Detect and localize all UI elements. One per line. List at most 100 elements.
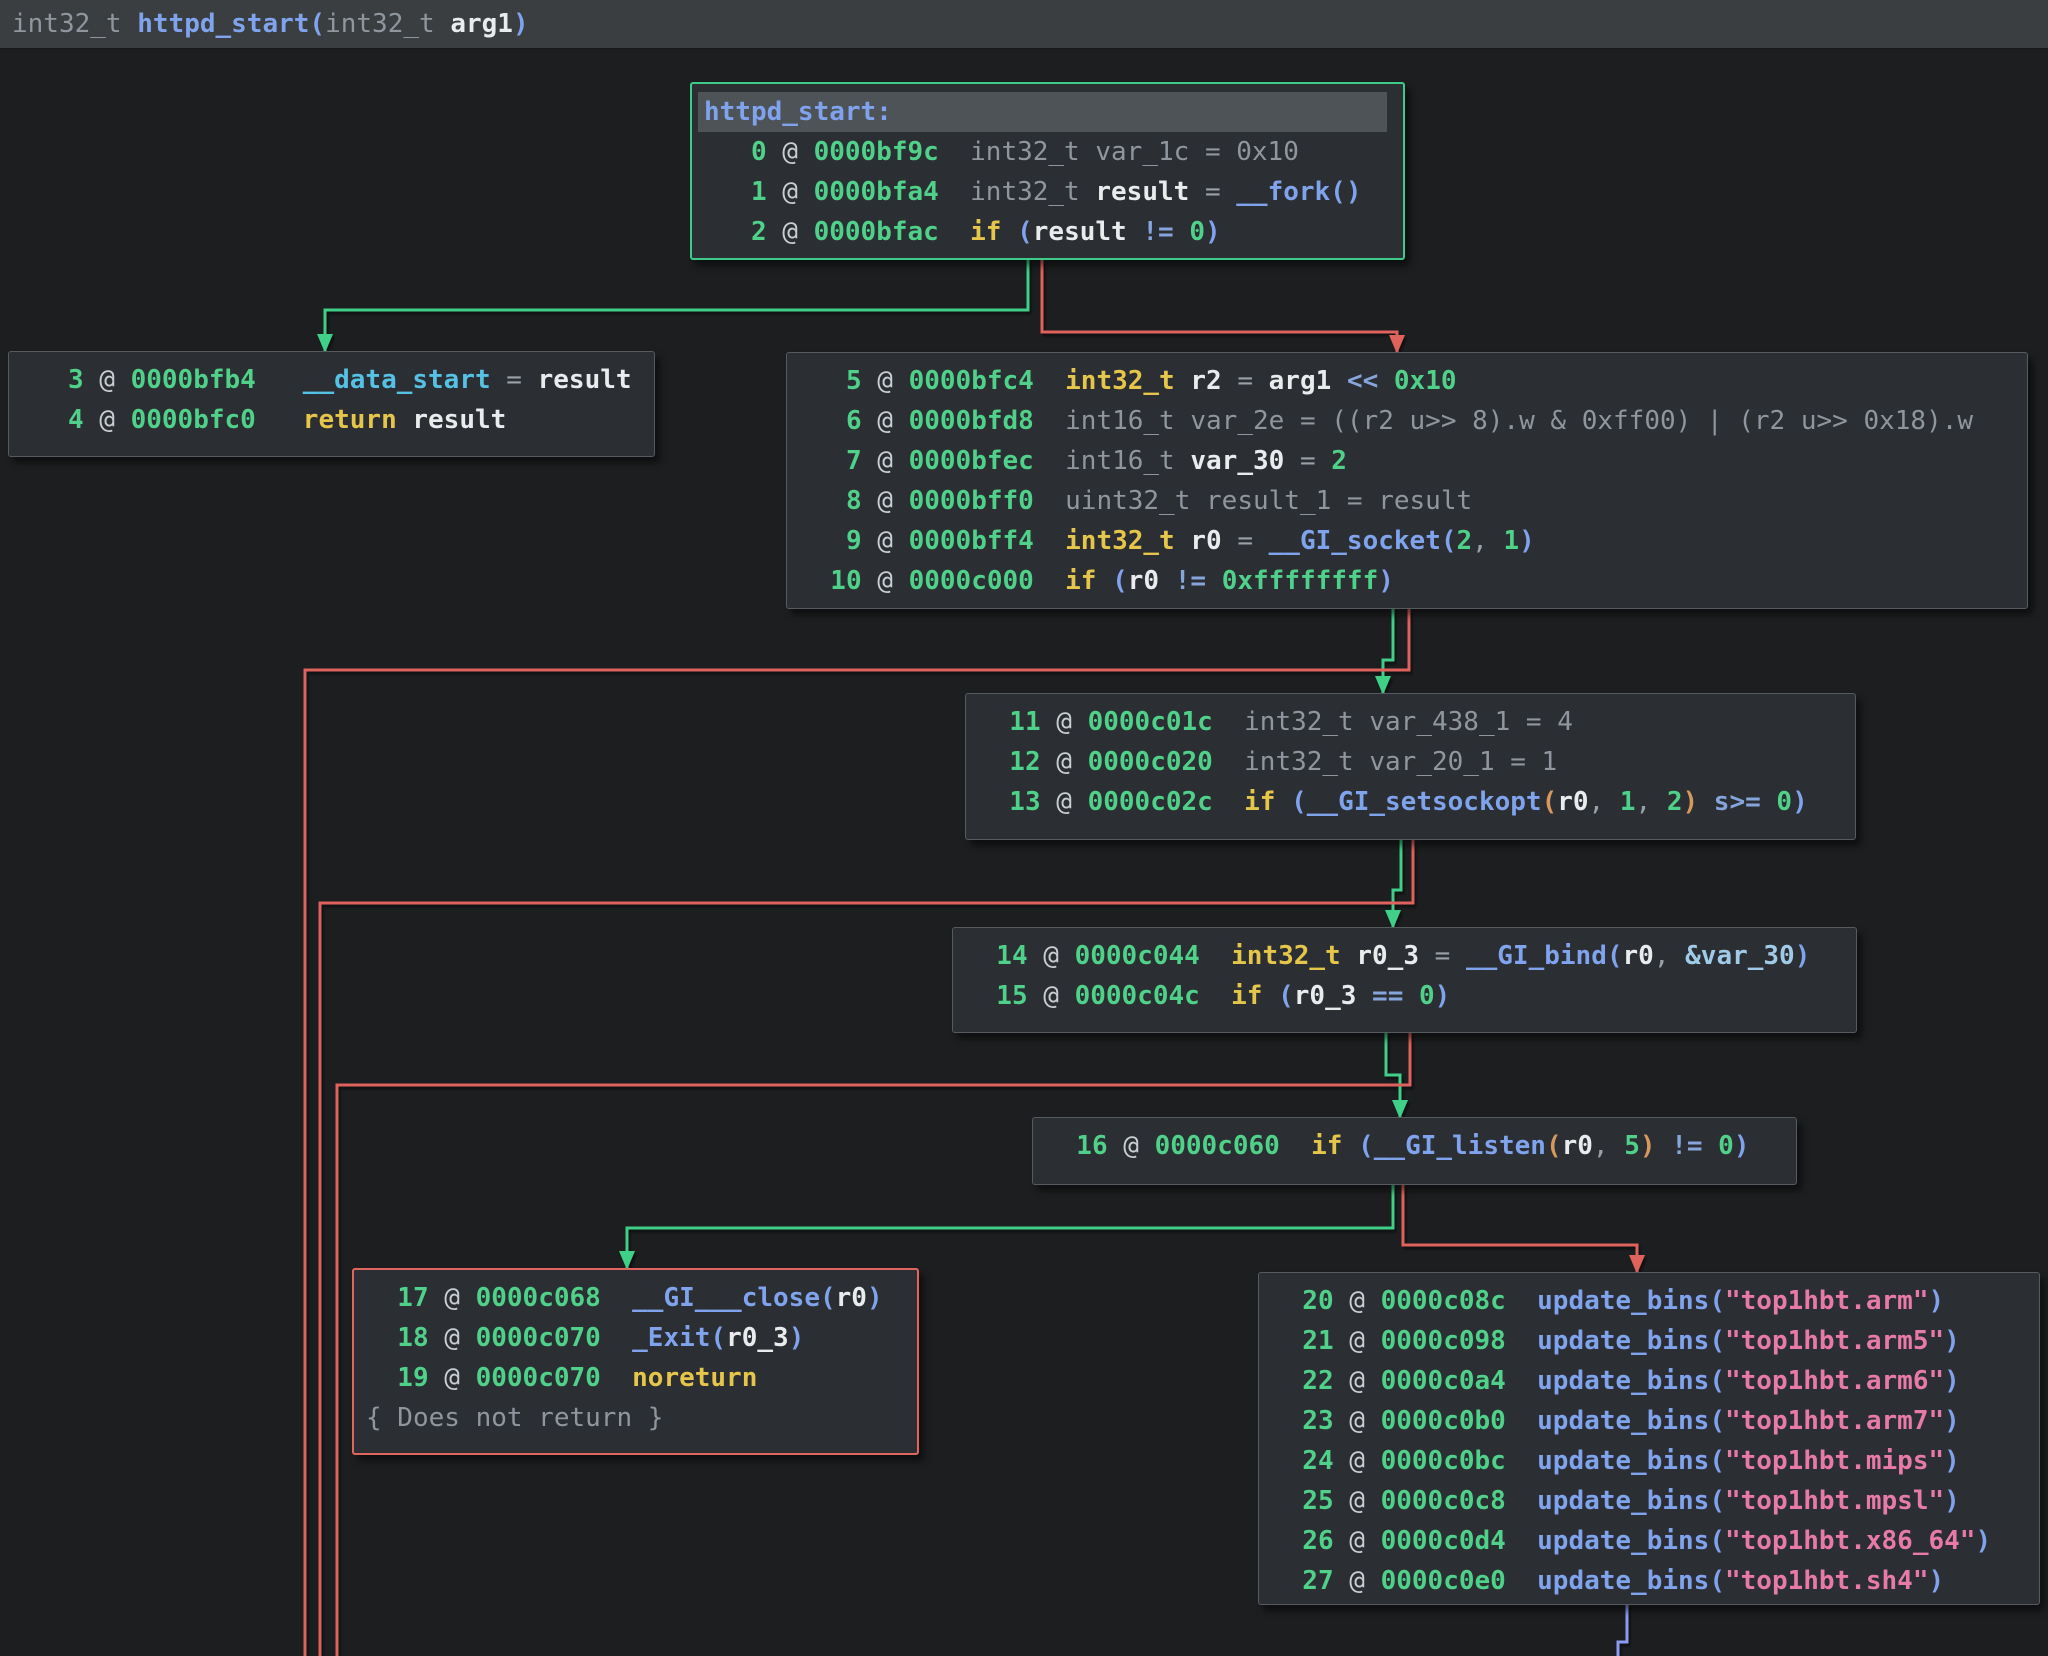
code-line[interactable]: 24 @ 0000c0bc update_bins("top1hbt.mips"… (1259, 1441, 2039, 1481)
code-line[interactable]: 12 @ 0000c020 int32_t var_20_1 = 1 (966, 742, 1855, 782)
code-line[interactable]: 23 @ 0000c0b0 update_bins("top1hbt.arm7"… (1259, 1401, 2039, 1441)
code-token-at: @ (1041, 707, 1088, 737)
code-token-pcyan: &var_30 (1685, 941, 1795, 971)
code-token-dim: { Does not return } (366, 1403, 663, 1433)
code-token-call: ) (1795, 941, 1811, 971)
code-token-idx: 16 (1045, 1131, 1108, 1161)
block-label-line[interactable]: httpd_start: (698, 92, 1387, 132)
code-line[interactable]: 10 @ 0000c000 if (r0 != 0xffffffff) (787, 561, 2027, 601)
code-token-var: var_30 (1190, 446, 1284, 476)
code-token-at: @ (862, 486, 909, 516)
code-line[interactable]: 1 @ 0000bfa4 int32_t result = __fork() (692, 172, 1403, 212)
code-token-addr: 0000bfc0 (131, 405, 256, 435)
code-line[interactable]: 2 @ 0000bfac if (result != 0) (692, 212, 1403, 252)
code-token-call: ( (710, 1323, 726, 1353)
basic-block-listen[interactable]: 16 @ 0000c060 if (__GI_listen(r0, 5) != … (1032, 1117, 1797, 1185)
code-token-kw: noreturn (632, 1363, 757, 1393)
code-token-str: "top1hbt.x86_64" (1725, 1526, 1975, 1556)
code-token-plain (939, 217, 970, 247)
basic-block-entry[interactable]: httpd_start: 0 @ 0000bf9c int32_t var_1c… (690, 82, 1405, 260)
code-token-var: r0 (1562, 1131, 1593, 1161)
code-line[interactable]: 20 @ 0000c08c update_bins("top1hbt.arm") (1259, 1281, 2039, 1321)
code-token-num: 0 (1718, 1131, 1734, 1161)
code-token-at: @ (429, 1363, 476, 1393)
code-token-op: == (1372, 981, 1419, 1011)
code-line[interactable]: 18 @ 0000c070 _Exit(r0_3) (354, 1318, 917, 1358)
code-line[interactable]: 6 @ 0000bfd8 int16_t var_2e = ((r2 u>> 8… (787, 401, 2027, 441)
basic-block-exit[interactable]: 17 @ 0000c068 __GI___close(r0) 18 @ 0000… (352, 1268, 919, 1455)
code-token-idx: 12 (978, 747, 1041, 777)
basic-block-update-bins[interactable]: 20 @ 0000c08c update_bins("top1hbt.arm")… (1258, 1272, 2040, 1605)
code-token-orange: ) (1682, 787, 1698, 817)
code-line[interactable]: 4 @ 0000bfc0 return result (9, 400, 654, 440)
signature-token-dim: int32_t (12, 9, 137, 39)
code-token-plain: = (1419, 941, 1466, 971)
code-line[interactable]: 19 @ 0000c070 noreturn (354, 1358, 917, 1398)
code-token-at: @ (767, 177, 814, 207)
basic-block-return[interactable]: 3 @ 0000bfb4 __data_start = result 4 @ 0… (8, 351, 655, 457)
code-token-plain (397, 405, 413, 435)
code-token-idx: 4 (21, 405, 84, 435)
code-line[interactable]: 16 @ 0000c060 if (__GI_listen(r0, 5) != … (1033, 1126, 1796, 1166)
code-token-dim: int16_t (1065, 446, 1190, 476)
code-token-dim: int32_t var_1c = 0x10 (970, 137, 1299, 167)
code-line[interactable]: 21 @ 0000c098 update_bins("top1hbt.arm5"… (1259, 1321, 2039, 1361)
code-token-op: != (1142, 217, 1189, 247)
code-token-plain (1175, 366, 1191, 396)
code-token-idx: 0 (704, 137, 767, 167)
code-line[interactable]: 3 @ 0000bfb4 __data_start = result (9, 360, 654, 400)
code-token-call: ) (1944, 1406, 1960, 1436)
code-token-num: 2 (1667, 787, 1683, 817)
code-token-addr: 0000bfa4 (814, 177, 939, 207)
code-token-addr: 0000c0c8 (1381, 1486, 1506, 1516)
code-token-idx: 13 (978, 787, 1041, 817)
code-line[interactable]: 14 @ 0000c044 int32_t r0_3 = __GI_bind(r… (953, 936, 1856, 976)
code-line[interactable]: 7 @ 0000bfec int16_t var_30 = 2 (787, 441, 2027, 481)
code-token-var: result (538, 365, 632, 395)
code-token-plain (939, 177, 970, 207)
code-token-at: @ (862, 526, 909, 556)
code-token-addr: 0000c044 (1075, 941, 1200, 971)
code-token-var: r0 (1557, 787, 1588, 817)
code-line[interactable]: 5 @ 0000bfc4 int32_t r2 = arg1 << 0x10 (787, 361, 2027, 401)
code-token-addr: 0000c0a4 (1381, 1366, 1506, 1396)
code-line[interactable]: 9 @ 0000bff4 int32_t r0 = __GI_socket(2,… (787, 521, 2027, 561)
code-line[interactable]: 26 @ 0000c0d4 update_bins("top1hbt.x86_6… (1259, 1521, 2039, 1561)
code-line[interactable]: 25 @ 0000c0c8 update_bins("top1hbt.mpsl"… (1259, 1481, 2039, 1521)
basic-block-socket[interactable]: 5 @ 0000bfc4 int32_t r2 = arg1 << 0x10 6… (786, 352, 2028, 609)
code-token-kw: if (1244, 787, 1291, 817)
code-line[interactable]: 11 @ 0000c01c int32_t var_438_1 = 4 (966, 702, 1855, 742)
code-line[interactable]: 15 @ 0000c04c if (r0_3 == 0) (953, 976, 1856, 1016)
code-line[interactable]: 17 @ 0000c068 __GI___close(r0) (354, 1278, 917, 1318)
code-token-idx: 3 (21, 365, 84, 395)
signature-token-var: arg1 (450, 9, 513, 39)
code-line[interactable]: 13 @ 0000c02c if (__GI_setsockopt(r0, 1,… (966, 782, 1855, 822)
code-token-plain: = (1222, 366, 1269, 396)
code-token-at: @ (84, 365, 131, 395)
code-token-plain (1506, 1446, 1537, 1476)
code-token-call: __GI_bind (1466, 941, 1607, 971)
code-token-var: r0 (1190, 526, 1221, 556)
code-line[interactable]: 8 @ 0000bff0 uint32_t result_1 = result (787, 481, 2027, 521)
code-token-addr: 0000bff4 (909, 526, 1034, 556)
code-line[interactable]: 27 @ 0000c0e0 update_bins("top1hbt.sh4") (1259, 1561, 2039, 1601)
code-token-call: update_bins (1537, 1526, 1709, 1556)
code-token-addr: 0000c0bc (1381, 1446, 1506, 1476)
code-token-kw: if (970, 217, 1017, 247)
basic-block-bind[interactable]: 14 @ 0000c044 int32_t r0_3 = __GI_bind(r… (952, 927, 1857, 1033)
code-token-num: 0 (1419, 981, 1435, 1011)
code-token-plain (1506, 1286, 1537, 1316)
code-token-orange: ( (1546, 1131, 1562, 1161)
code-line[interactable]: 0 @ 0000bf9c int32_t var_1c = 0x10 (692, 132, 1403, 172)
code-token-call: update_bins (1537, 1566, 1709, 1596)
cfg-edge-green-8 (627, 1185, 1393, 1268)
code-token-call: ) (1435, 981, 1451, 1011)
code-token-idx: 11 (978, 707, 1041, 737)
code-line[interactable]: 22 @ 0000c0a4 update_bins("top1hbt.arm6"… (1259, 1361, 2039, 1401)
basic-block-setsockopt[interactable]: 11 @ 0000c01c int32_t var_438_1 = 4 12 @… (965, 693, 1856, 840)
code-token-at: @ (1334, 1486, 1381, 1516)
code-token-type: int32_t (1065, 526, 1175, 556)
code-line[interactable]: { Does not return } (354, 1398, 917, 1438)
code-token-type: int32_t (1231, 941, 1341, 971)
